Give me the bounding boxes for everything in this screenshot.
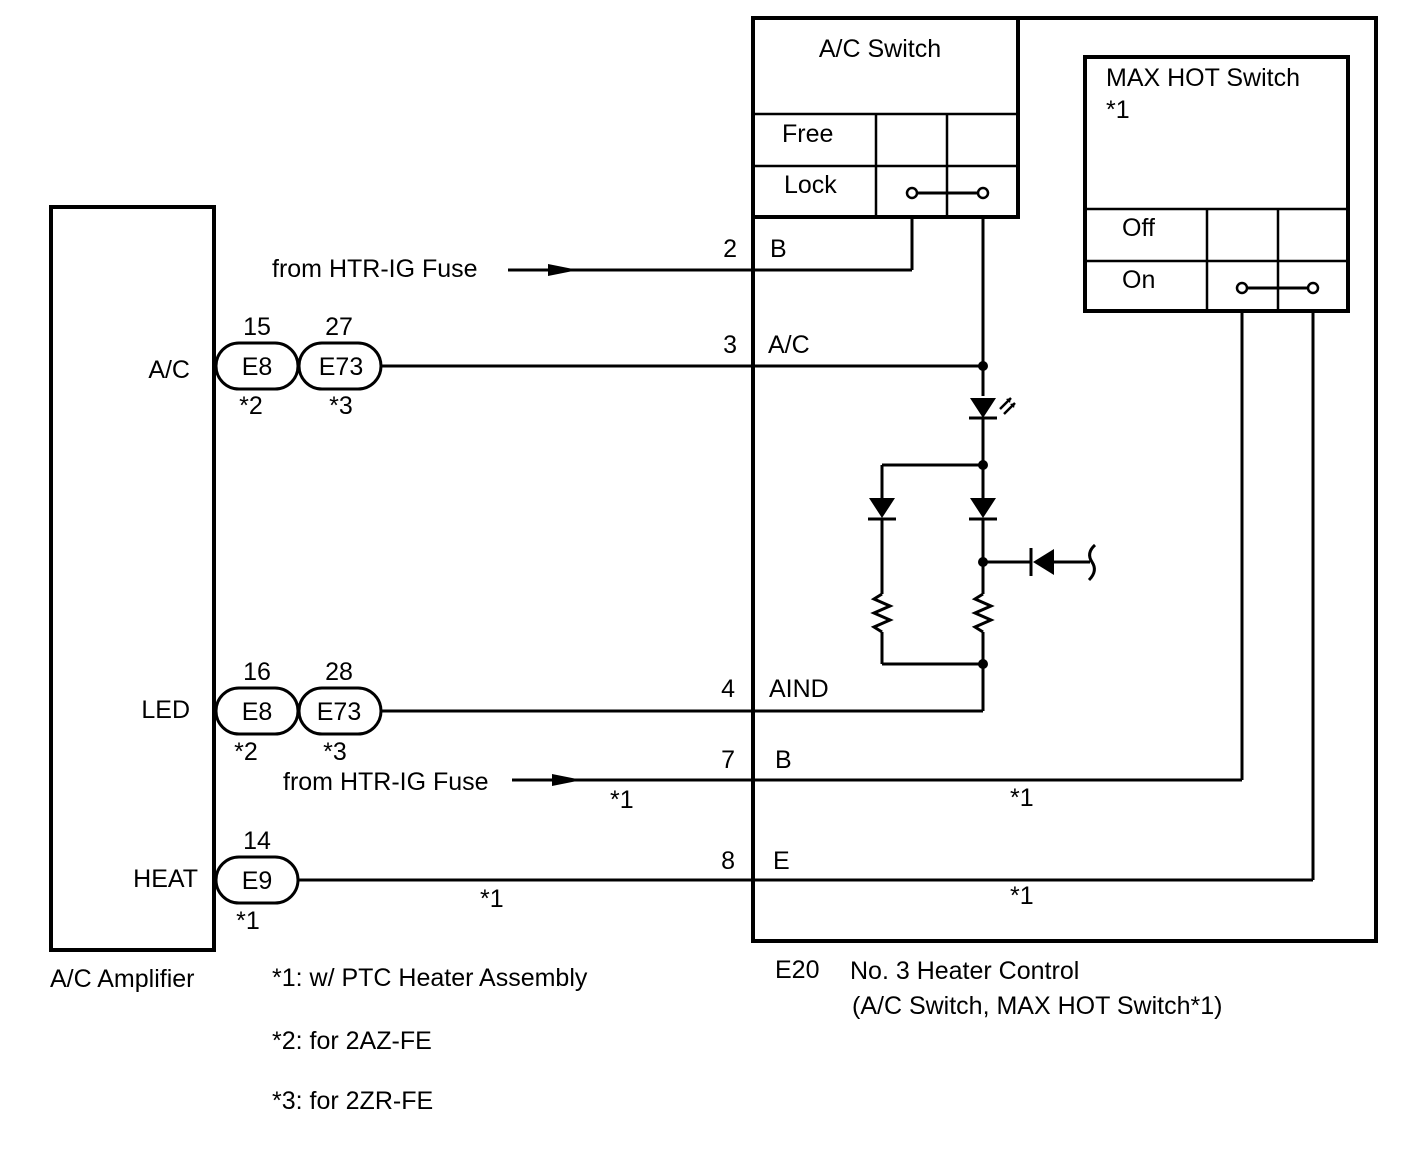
connector-led-e73: E73 28 *3	[297, 658, 383, 766]
ac-amplifier-box	[49, 205, 216, 952]
connector-note: *2	[234, 738, 258, 766]
ac-switch-contact	[905, 186, 990, 200]
connector-code: E8	[242, 698, 273, 726]
connector-heat-e9: E9 14 *1	[214, 827, 300, 935]
terminal-4-num: 4	[721, 675, 735, 703]
resistor-icon	[971, 592, 995, 634]
wire-note-b-left: *1	[610, 786, 634, 814]
max-hot-switch-contact	[1235, 281, 1320, 295]
connector-pin: 15	[243, 313, 271, 341]
connector-code: E9	[242, 867, 273, 895]
wire-terminal-7	[512, 311, 1244, 786]
connector-pin: 28	[325, 658, 353, 686]
resistor-icon	[870, 592, 894, 634]
max-hot-row-on: On	[1122, 266, 1155, 294]
break-mark-icon	[1087, 543, 1097, 582]
connector-note: *1	[236, 907, 260, 935]
diode-icon	[969, 498, 997, 521]
connector-code: E73	[319, 353, 363, 381]
led-icon	[969, 397, 1016, 420]
terminal-2-name: B	[770, 235, 787, 263]
fuse-label-top: from HTR-IG Fuse	[272, 255, 478, 283]
connector-note: *3	[329, 392, 353, 420]
connector-code: E73	[317, 698, 361, 726]
footnote-3: *3: for 2ZR-FE	[272, 1087, 433, 1115]
terminal-7-name: B	[775, 746, 792, 774]
amplifier-pin-heat: HEAT	[133, 865, 198, 893]
terminal-3-name: A/C	[768, 331, 810, 359]
ac-amplifier-name: A/C Amplifier	[50, 965, 194, 993]
diode-icon	[868, 498, 896, 521]
max-hot-switch-title: MAX HOT Switch	[1106, 64, 1300, 92]
terminal-3-num: 3	[723, 331, 737, 359]
connector-code: E8	[242, 353, 273, 381]
connector-ac-e73: E73 27 *3	[297, 313, 383, 420]
diode-resistor-network	[868, 361, 1097, 711]
ac-switch-row-free: Free	[782, 120, 833, 148]
connector-note: *3	[323, 738, 347, 766]
connector-pin: 14	[243, 827, 271, 855]
terminal-8-num: 8	[721, 847, 735, 875]
wire-terminal-2	[508, 217, 914, 276]
heater-control-box	[751, 16, 1378, 943]
terminal-4-name: AIND	[769, 675, 829, 703]
amplifier-pin-led: LED	[141, 696, 190, 724]
max-hot-row-off: Off	[1122, 214, 1155, 242]
amplifier-pin-ac: A/C	[148, 356, 190, 384]
wire-note-e-right: *1	[1010, 882, 1034, 910]
terminal-8-name: E	[773, 847, 790, 875]
terminal-2-num: 2	[723, 235, 737, 263]
connector-ac-e8: E8 15 *2	[214, 313, 300, 420]
footnote-1: *1: w/ PTC Heater Assembly	[272, 964, 588, 992]
ac-switch-title: A/C Switch	[819, 35, 941, 63]
connector-pin: 16	[243, 658, 271, 686]
wire-note-b-right: *1	[1010, 784, 1034, 812]
connector-led-e8: E8 16 *2	[214, 658, 300, 766]
switch-unit-connector: E20	[775, 956, 819, 984]
switch-unit-subname: (A/C Switch, MAX HOT Switch*1)	[852, 992, 1222, 1020]
max-hot-switch-note: *1	[1106, 96, 1130, 124]
max-hot-switch-table: MAX HOT Switch *1 Off On	[1083, 55, 1350, 313]
connector-note: *2	[239, 392, 263, 420]
terminal-7-num: 7	[721, 746, 735, 774]
connector-pin: 27	[325, 313, 353, 341]
switch-unit-name: No. 3 Heater Control	[850, 957, 1079, 985]
fuse-label-bottom: from HTR-IG Fuse	[283, 768, 489, 796]
ac-switch-row-lock: Lock	[784, 171, 837, 199]
arrow-icon	[548, 264, 578, 276]
diode-icon	[1029, 548, 1054, 576]
footnote-2: *2: for 2AZ-FE	[272, 1027, 432, 1055]
arrow-icon	[552, 774, 582, 786]
wire-note-e-left: *1	[480, 885, 504, 913]
wire-terminal-8	[298, 311, 1315, 882]
ac-switch-table: A/C Switch Free Lock	[751, 16, 1020, 219]
